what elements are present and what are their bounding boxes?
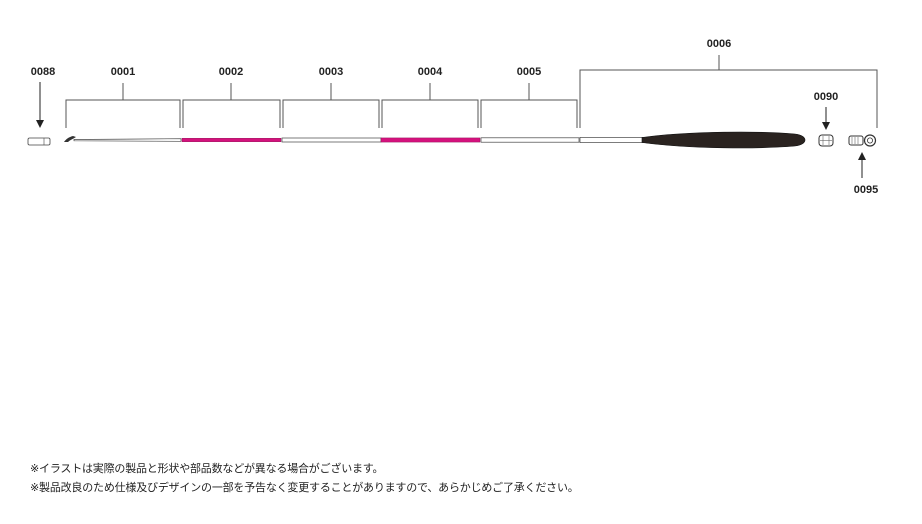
bracket-0001 [65, 83, 181, 128]
note-line-2: ※製品改良のため仕様及びデザインの一部を予告なく変更することがありますので、あら… [30, 481, 579, 494]
label-0088: 0088 [31, 66, 55, 78]
rod-section-0004 [380, 137, 481, 143]
label-0090: 0090 [814, 91, 838, 103]
part-0090-ring [818, 134, 834, 147]
bracket-0004 [381, 83, 479, 128]
bracket-0002 [182, 83, 281, 128]
note-line-1: ※イラストは実際の製品と形状や部品数などが異なる場合がございます。 [30, 462, 384, 475]
part-0095-butt-cap [848, 134, 877, 147]
label-0003: 0003 [319, 66, 343, 78]
bracket-0005 [480, 83, 578, 128]
disclaimer-notes: ※イラストは実際の製品と形状や部品数などが異なる場合がございます。 ※製品改良の… [30, 459, 579, 497]
bracket-0003 [282, 83, 380, 128]
bracket-0006 [579, 55, 878, 128]
label-0095: 0095 [854, 184, 878, 196]
rod-section-0001 [64, 136, 182, 142]
label-0005: 0005 [517, 66, 541, 78]
label-0006: 0006 [707, 38, 731, 50]
rod-section-0005 [480, 137, 580, 143]
rod-section-0006 [579, 131, 806, 149]
rod-section-0003 [281, 137, 382, 143]
rod-section-0002 [181, 137, 282, 142]
label-0002: 0002 [219, 66, 243, 78]
label-0001: 0001 [111, 66, 135, 78]
tip-cap-0088 [27, 137, 51, 146]
grip [641, 131, 806, 149]
label-0004: 0004 [418, 66, 443, 78]
